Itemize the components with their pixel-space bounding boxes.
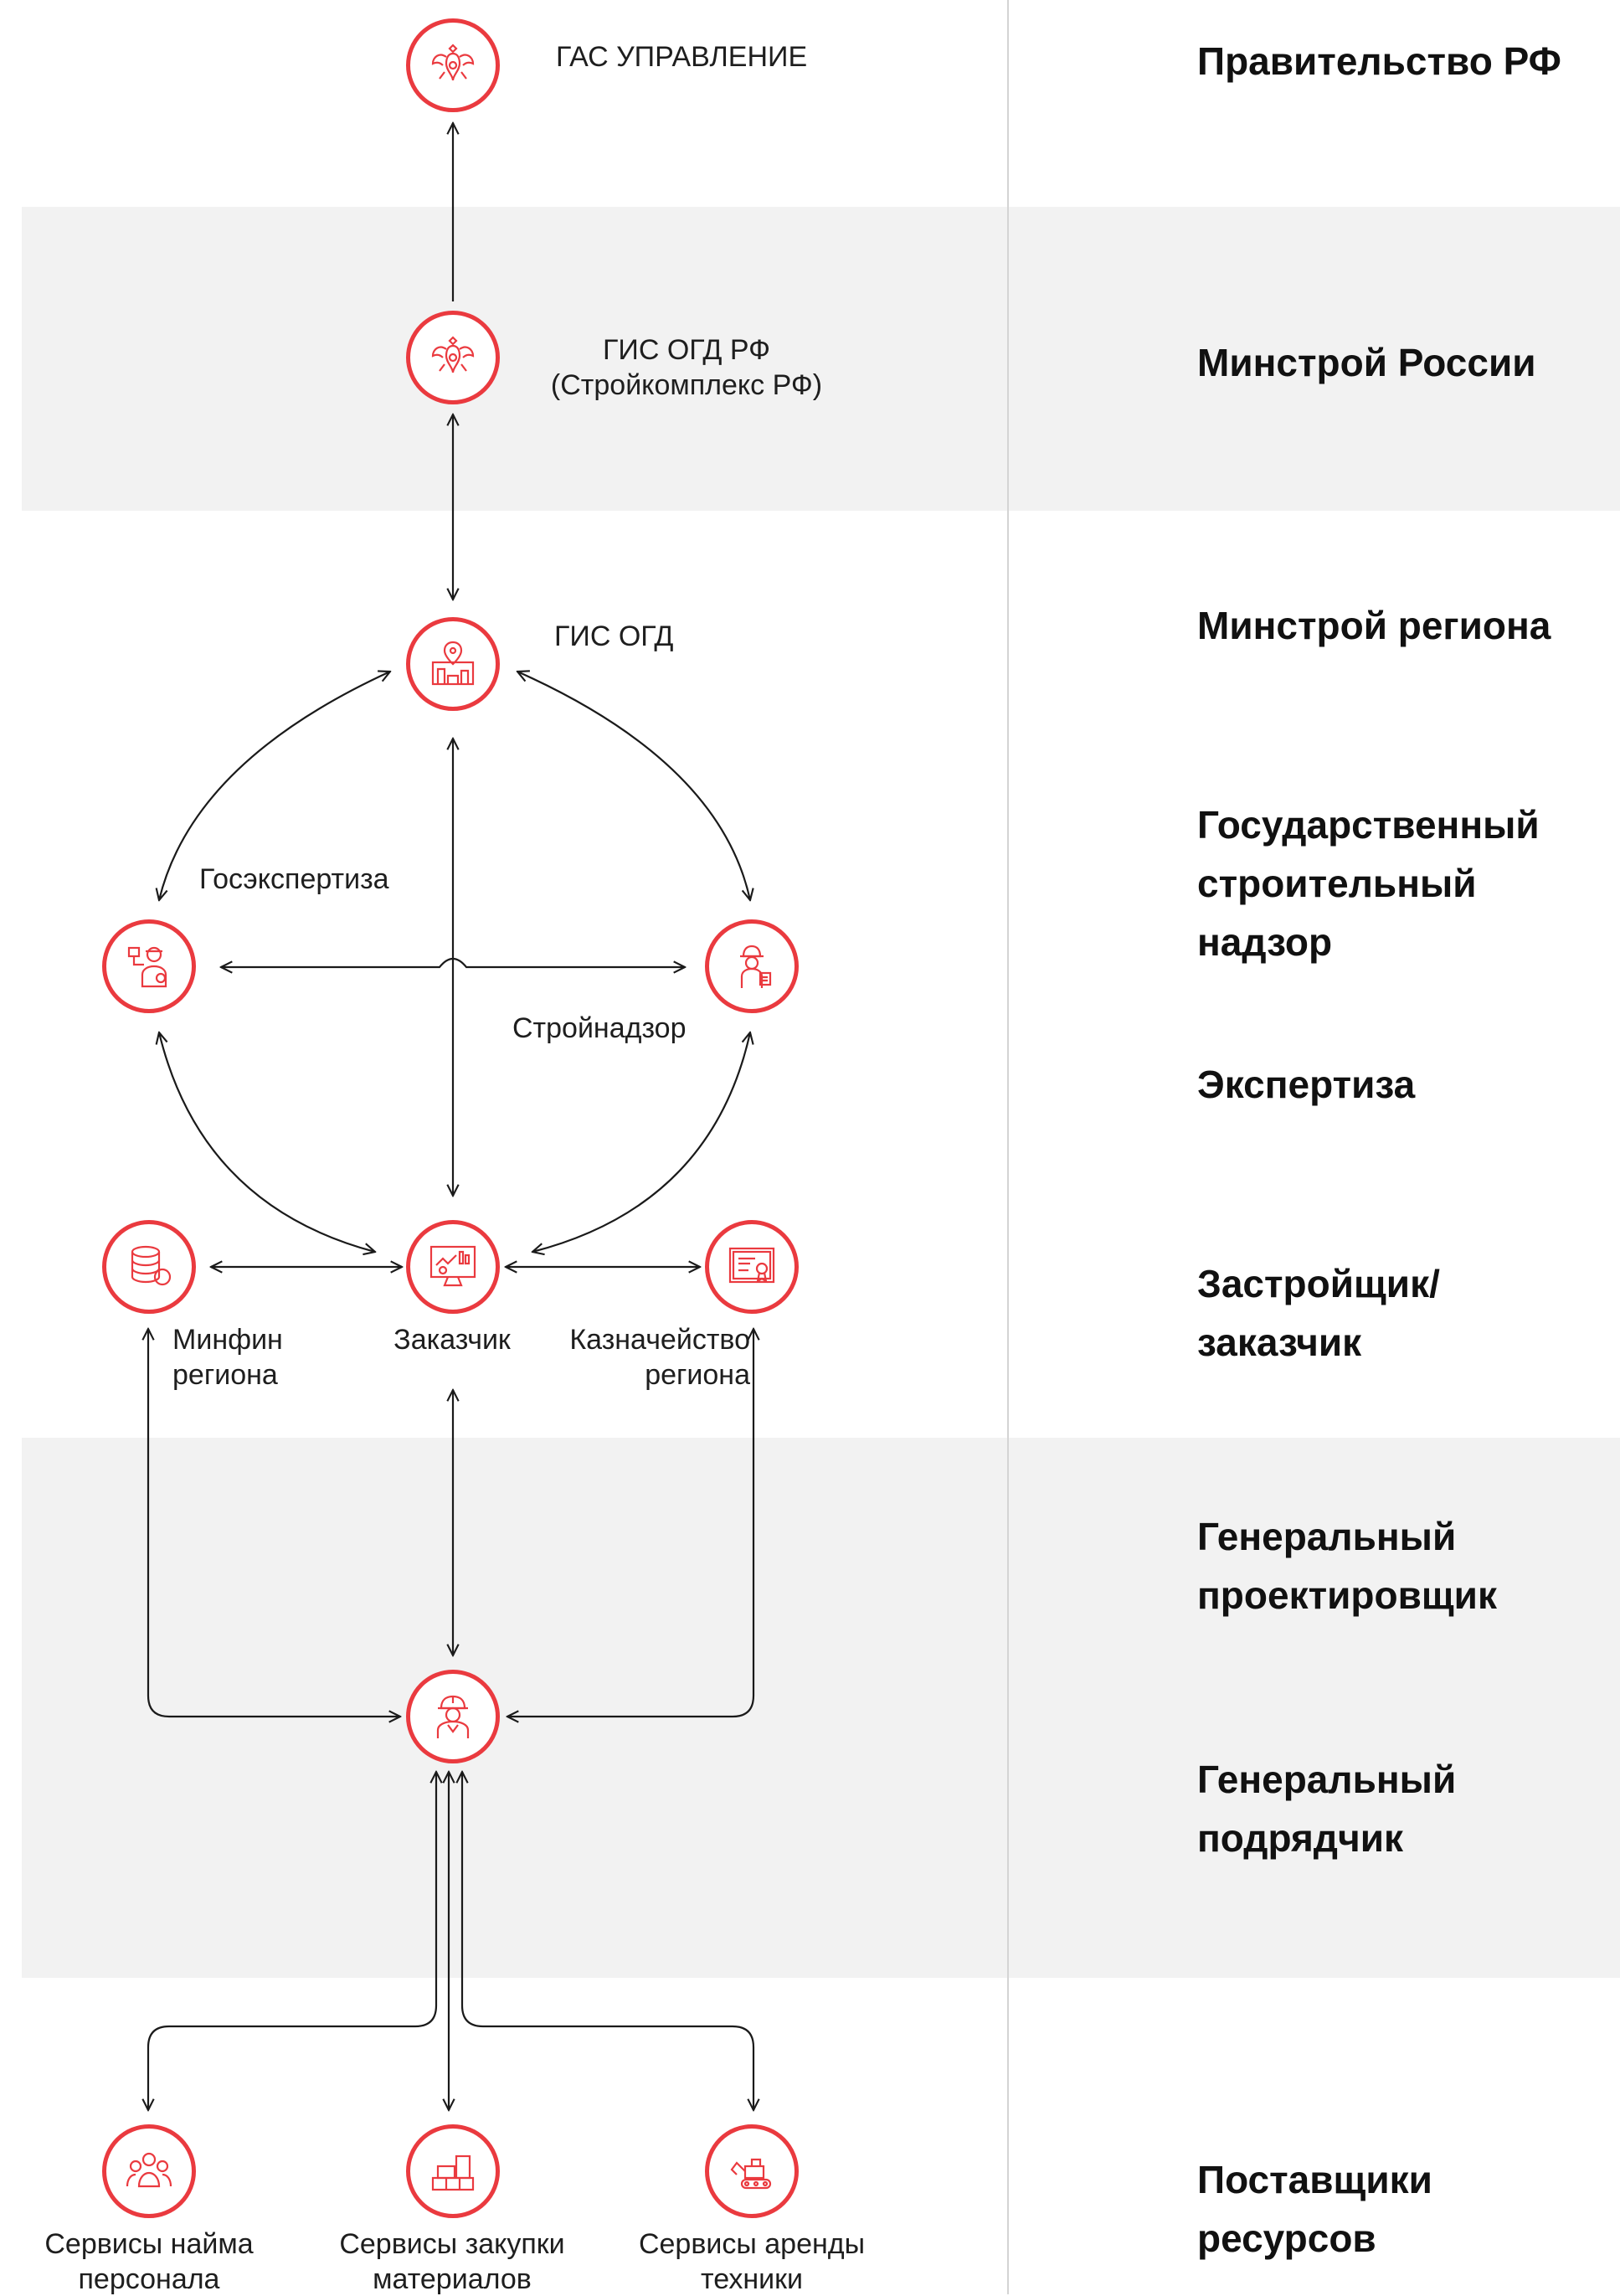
minfin-label-2: региона <box>172 1359 278 1391</box>
edge-expertise-customer <box>159 1032 375 1252</box>
machinery-label-2: техники <box>701 2263 803 2295</box>
certificate-icon <box>728 1247 775 1284</box>
contractor-node[interactable] <box>406 1670 500 1763</box>
minfin-label-1: Минфин <box>172 1324 283 1356</box>
customer-node[interactable] <box>406 1220 500 1314</box>
materials-label-2: материалов <box>373 2263 532 2295</box>
worker-helmet-icon <box>436 1695 470 1738</box>
gis-ogd-label: ГИС ОГД <box>554 620 674 652</box>
edge-gisogd-expertise <box>159 672 390 900</box>
edge-minfin-contractor <box>148 1329 400 1717</box>
role-government: Правительство РФ <box>1197 39 1561 83</box>
coat-of-arms-icon <box>431 44 475 81</box>
minfin-node[interactable] <box>102 1220 196 1314</box>
machinery-label-1: Сервисы аренды <box>638 2228 866 2260</box>
role-general-contractor: Генеральный подрядчик <box>1197 1758 1457 1860</box>
edge-gisogd-supervision <box>517 672 750 900</box>
gas-node[interactable] <box>406 18 500 112</box>
staff-label-1: Сервисы найма <box>44 2228 254 2260</box>
gis-rf-label-2: (Стройкомплекс РФ) <box>550 369 823 401</box>
bricks-icon <box>431 2154 475 2191</box>
column-divider <box>1007 0 1009 2294</box>
machinery-node[interactable] <box>705 2124 799 2218</box>
edge-expertise-supervision <box>221 957 685 967</box>
gis-ogd-node[interactable] <box>406 617 500 711</box>
gis-rf-label-1: ГИС ОГД РФ <box>602 334 771 366</box>
edge-supervision-customer <box>532 1032 750 1252</box>
expertise-node[interactable] <box>102 919 196 1013</box>
gis-rf-node[interactable] <box>406 311 500 404</box>
edge-treasury-contractor <box>507 1329 753 1717</box>
supervision-label: Стройнадзор <box>512 1012 687 1044</box>
treasury-node[interactable] <box>705 1220 799 1314</box>
expert-icon <box>127 946 167 988</box>
database-icon <box>131 1245 172 1286</box>
expertise-label: Госэкспертиза <box>199 863 389 895</box>
gas-label: ГАС УПРАВЛЕНИЕ <box>556 41 808 73</box>
team-icon <box>126 2152 172 2188</box>
supervision-node[interactable] <box>705 919 799 1013</box>
city-map-pin-icon <box>431 641 475 686</box>
inspector-icon <box>740 945 772 988</box>
role-expertise: Экспертиза <box>1197 1063 1416 1106</box>
edge-contractor-staff <box>148 1772 436 2110</box>
materials-label-1: Сервисы закупки <box>339 2228 565 2260</box>
dashboard-monitor-icon <box>429 1245 476 1287</box>
role-developer-customer: Застройщик/ заказчик <box>1197 1262 1440 1364</box>
staff-label-2: персонала <box>78 2263 220 2295</box>
treasury-label-1: Казначейство <box>569 1324 750 1356</box>
role-state-supervision: Государственный строительный надзор <box>1197 803 1540 964</box>
coat-of-arms-icon <box>431 336 475 373</box>
role-general-designer: Генеральный проектировщик <box>1197 1515 1497 1617</box>
materials-node[interactable] <box>406 2124 500 2218</box>
edge-contractor-machinery <box>462 1772 753 2110</box>
customer-label: Заказчик <box>393 1324 511 1356</box>
role-suppliers: Поставщики ресурсов <box>1197 2158 1432 2260</box>
role-ministry-region: Минстрой региона <box>1197 604 1551 647</box>
staff-node[interactable] <box>102 2124 196 2218</box>
band-ministry <box>22 207 1620 511</box>
treasury-label-2: региона <box>645 1359 750 1391</box>
role-ministry-russia: Минстрой России <box>1197 341 1536 384</box>
excavator-icon <box>730 2158 772 2190</box>
